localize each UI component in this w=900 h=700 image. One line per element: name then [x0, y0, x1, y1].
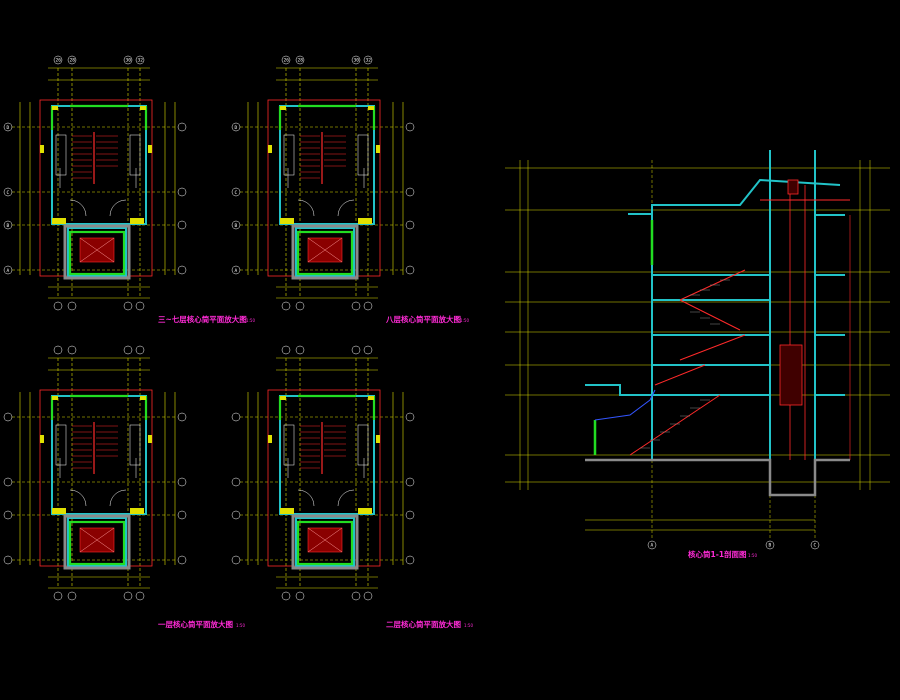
svg-text:D: D: [7, 125, 10, 131]
section-scale: 1:50: [748, 553, 757, 558]
plan-floor-2: 二层核心筒平面放大图 1:50: [230, 344, 473, 629]
plan-scale: 1:50: [246, 318, 255, 323]
svg-text:30: 30: [126, 58, 132, 64]
svg-text:B: B: [769, 543, 772, 549]
plan-caption: 八层核心筒平面放大图: [385, 314, 461, 324]
svg-text:A: A: [235, 268, 238, 274]
svg-text:28: 28: [70, 58, 76, 64]
svg-text:C: C: [814, 543, 817, 549]
svg-text:A: A: [651, 543, 654, 549]
section-caption: 核心筒1-1剖面图: [688, 549, 747, 559]
plan-floor-1: 一层核心筒平面放大图 1:50: [2, 344, 245, 629]
plan-grid-labels: 26 28 30 32 26 28 30 32 D C B A D C B A: [7, 58, 372, 275]
svg-text:C: C: [235, 190, 238, 196]
svg-text:28: 28: [298, 58, 304, 64]
svg-text:B: B: [7, 223, 10, 229]
plan-floor-8: 八层核心筒平面放大图 1:50: [230, 54, 469, 324]
svg-text:B: B: [235, 223, 238, 229]
plan-caption: 一层核心筒平面放大图: [158, 619, 233, 629]
svg-text:26: 26: [284, 58, 290, 64]
svg-text:C: C: [7, 190, 10, 196]
plan-caption: 二层核心筒平面放大图: [386, 619, 461, 629]
svg-text:32: 32: [138, 58, 144, 64]
svg-text:D: D: [235, 125, 238, 131]
svg-text:26: 26: [56, 58, 62, 64]
section-1-1: A B C 核心筒1-1剖面图 1:50: [505, 150, 890, 559]
plan-caption: 三~七层核心筒平面放大图: [158, 314, 247, 324]
svg-text:32: 32: [366, 58, 372, 64]
plan-scale: 1:50: [236, 623, 245, 628]
svg-text:30: 30: [354, 58, 360, 64]
svg-text:A: A: [7, 268, 10, 274]
plan-floors-3-7: 三~七层核心筒平面放大图 1:50: [2, 54, 255, 324]
plan-scale: 1:50: [464, 623, 473, 628]
plan-scale: 1:50: [460, 318, 469, 323]
